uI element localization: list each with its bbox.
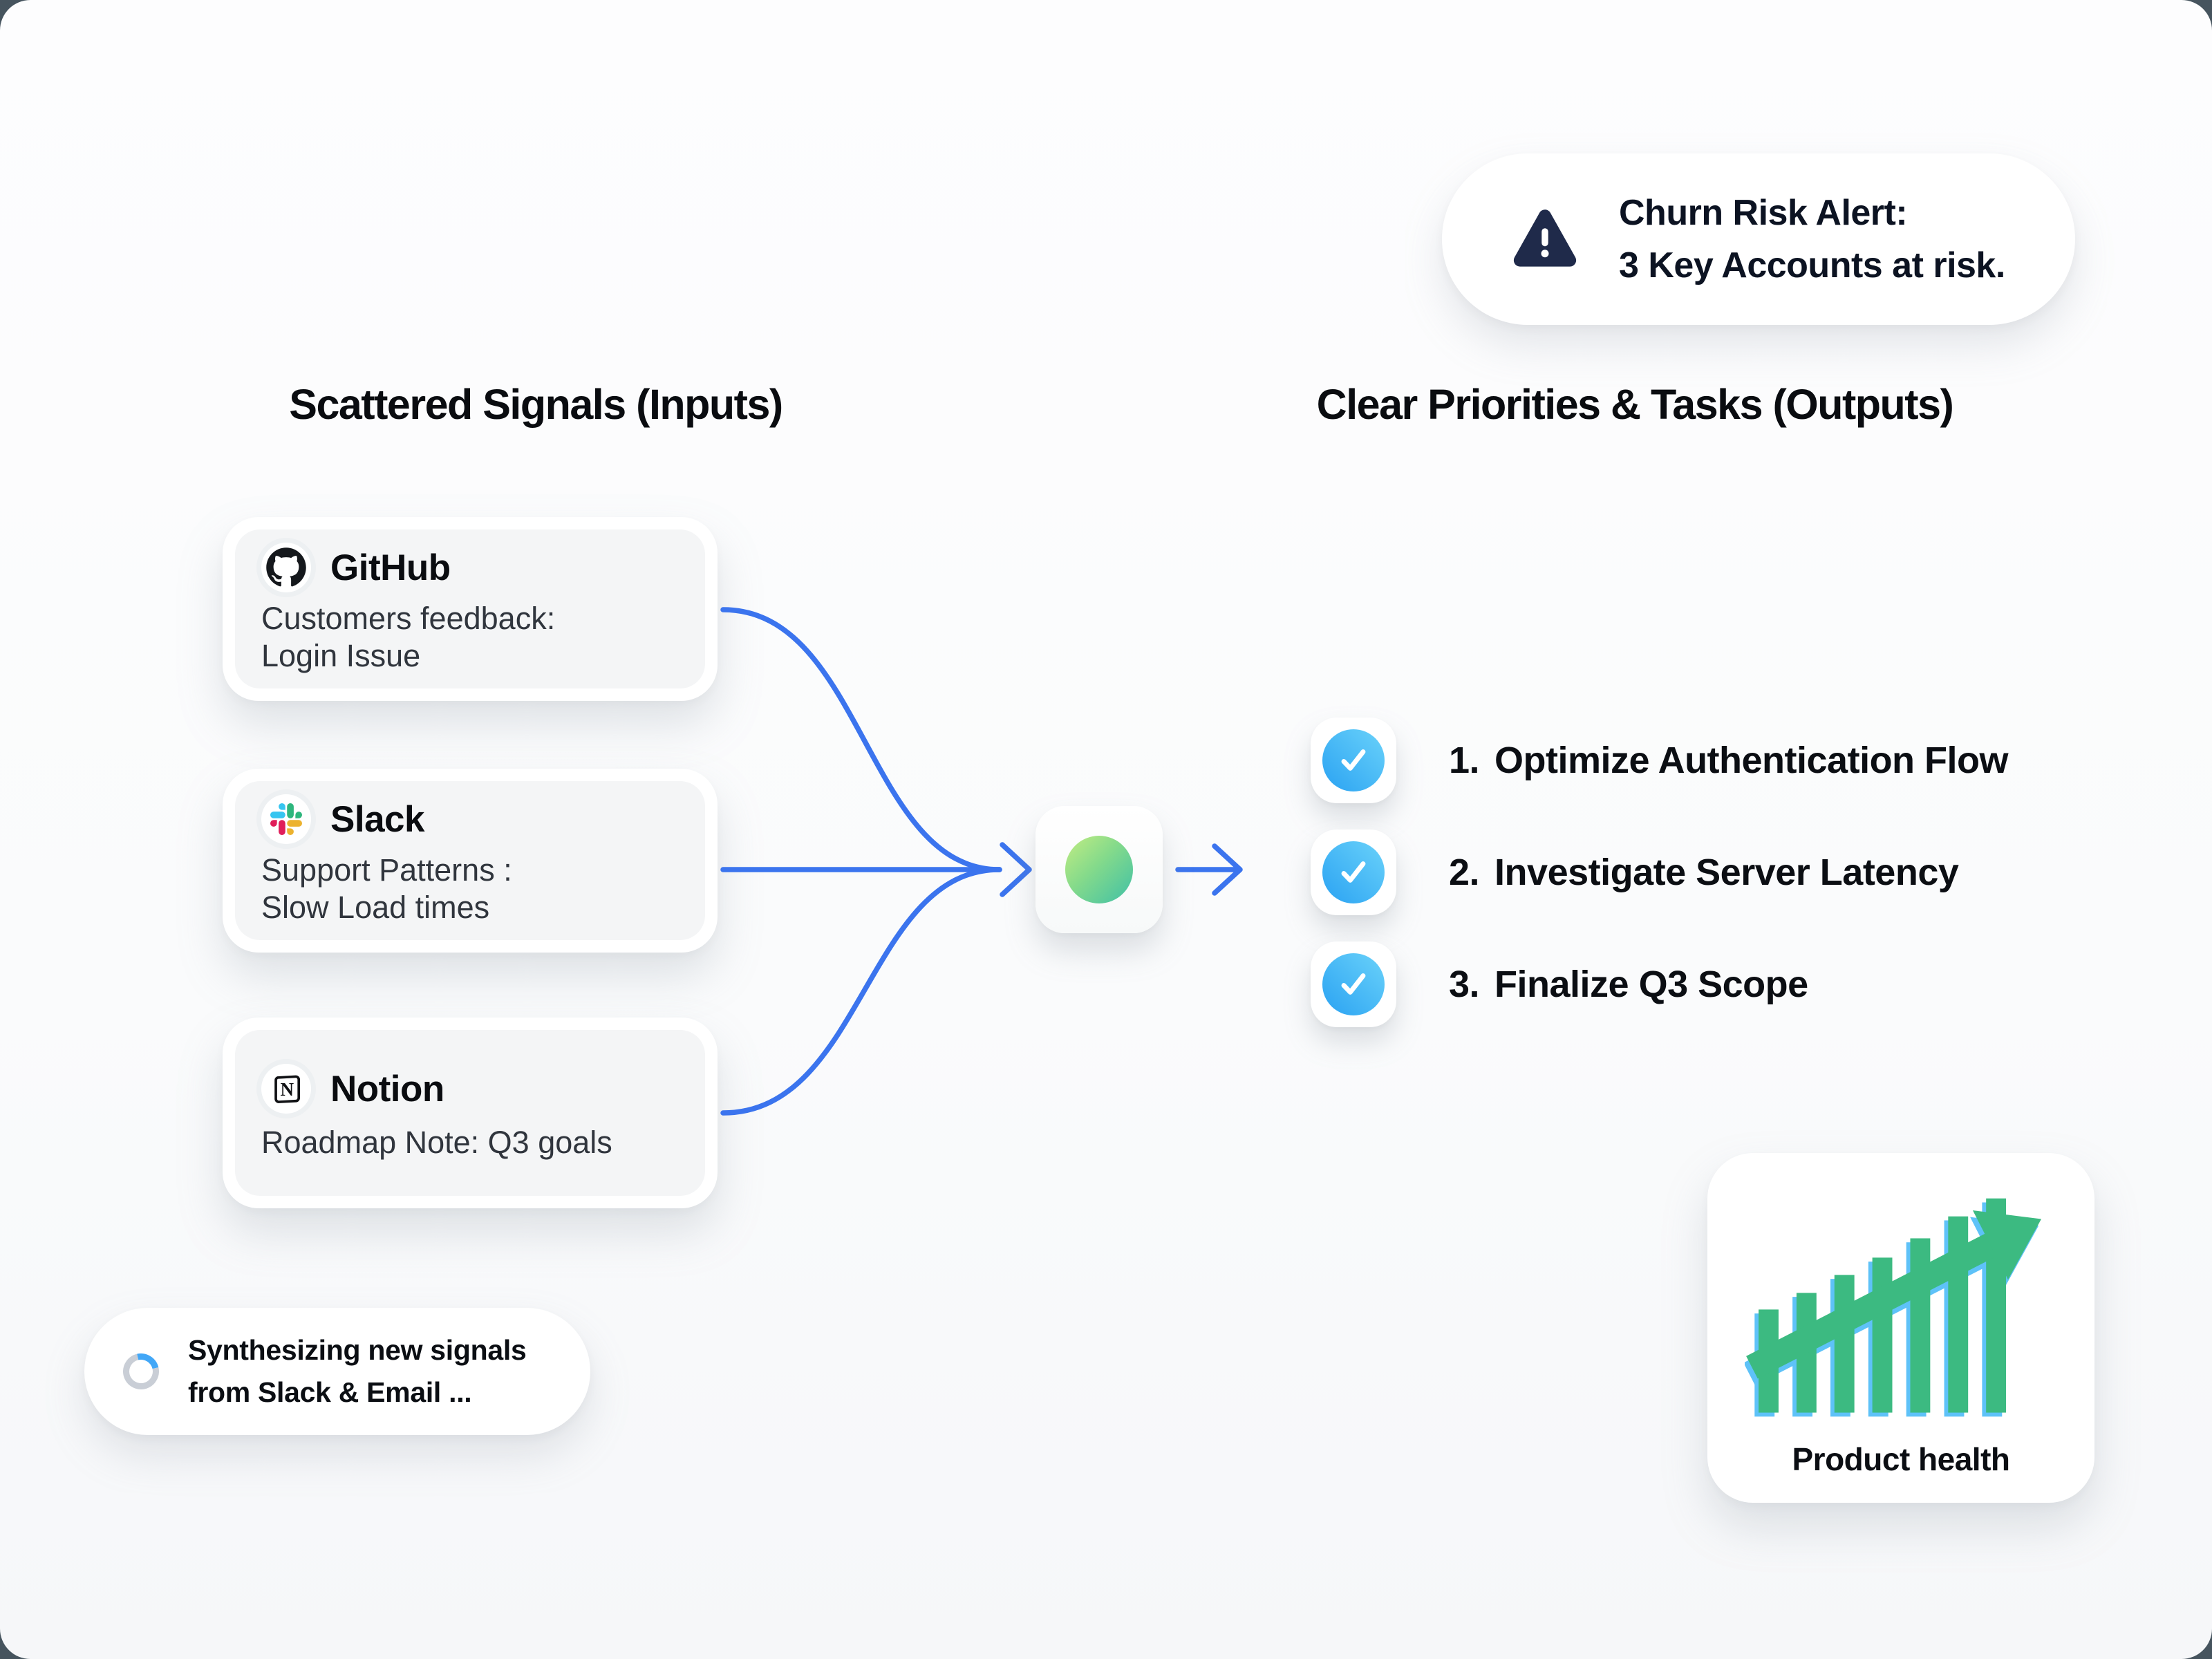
task-checkbox[interactable] (1311, 830, 1396, 915)
notion-icon: N (261, 1064, 311, 1114)
merge-arrowhead (1000, 842, 1032, 897)
svg-text:N: N (281, 1079, 294, 1100)
input-card-title: Slack (330, 798, 425, 840)
product-health-card: Product health (1707, 1153, 2094, 1503)
input-card-body-line: Roadmap Note: Q3 goals (261, 1125, 612, 1160)
checkmark-icon (1322, 729, 1385, 791)
input-card-notion: N Notion Roadmap Note: Q3 goals (223, 1018, 718, 1208)
task-row: 3. Finalize Q3 Scope (1311, 941, 1808, 1027)
task-number: 1. (1449, 740, 1480, 781)
inputs-heading: Scattered Signals (Inputs) (289, 381, 783, 428)
alert-line-2: 3 Key Accounts at risk. (1619, 245, 2005, 285)
task-label: Investigate Server Latency (1494, 852, 1959, 893)
input-card-github: GitHub Customers feedback: Login Issue (223, 517, 718, 701)
gradient-orb-icon (1065, 836, 1133, 903)
task-checkbox[interactable] (1311, 941, 1396, 1027)
output-arrowhead (1212, 843, 1243, 896)
outputs-heading: Clear Priorities & Tasks (Outputs) (1316, 381, 1954, 428)
alert-text: Churn Risk Alert: 3 Key Accounts at risk… (1619, 187, 2005, 292)
task-row: 1. Optimize Authentication Flow (1311, 718, 2009, 803)
task-row: 2. Investigate Server Latency (1311, 830, 1959, 915)
input-card-body-line: Support Patterns : (261, 852, 512, 888)
growth-bar-chart-icon (1745, 1198, 2042, 1417)
input-card-body-line: Customers feedback: (261, 601, 556, 636)
status-line-2: from Slack & Email ... (188, 1376, 472, 1408)
input-card-body-line: Slow Load times (261, 890, 490, 925)
synthesis-node (1035, 806, 1163, 933)
input-card-body-line: Login Issue (261, 638, 421, 673)
input-card-slack: Slack Support Patterns : Slow Load times (223, 769, 718, 953)
product-health-label: Product health (1792, 1441, 2010, 1477)
task-checkbox[interactable] (1311, 718, 1396, 803)
loading-spinner-icon (116, 1347, 166, 1396)
alert-line-1: Churn Risk Alert: (1619, 193, 1908, 233)
task-number: 3. (1449, 964, 1480, 1005)
slack-icon (261, 794, 311, 844)
task-label: Optimize Authentication Flow (1494, 740, 2009, 781)
task-label: Finalize Q3 Scope (1494, 964, 1808, 1005)
checkmark-icon (1322, 953, 1385, 1015)
synthesizing-status-pill: Synthesizing new signals from Slack & Em… (84, 1308, 590, 1435)
checkmark-icon (1322, 841, 1385, 903)
input-card-title: Notion (330, 1068, 444, 1109)
input-card-title: GitHub (330, 547, 451, 588)
task-number: 2. (1449, 852, 1480, 893)
status-line-1: Synthesizing new signals (188, 1334, 527, 1366)
github-icon (261, 543, 311, 592)
churn-risk-alert: Churn Risk Alert: 3 Key Accounts at risk… (1442, 153, 2075, 325)
warning-triangle-icon (1508, 204, 1582, 274)
